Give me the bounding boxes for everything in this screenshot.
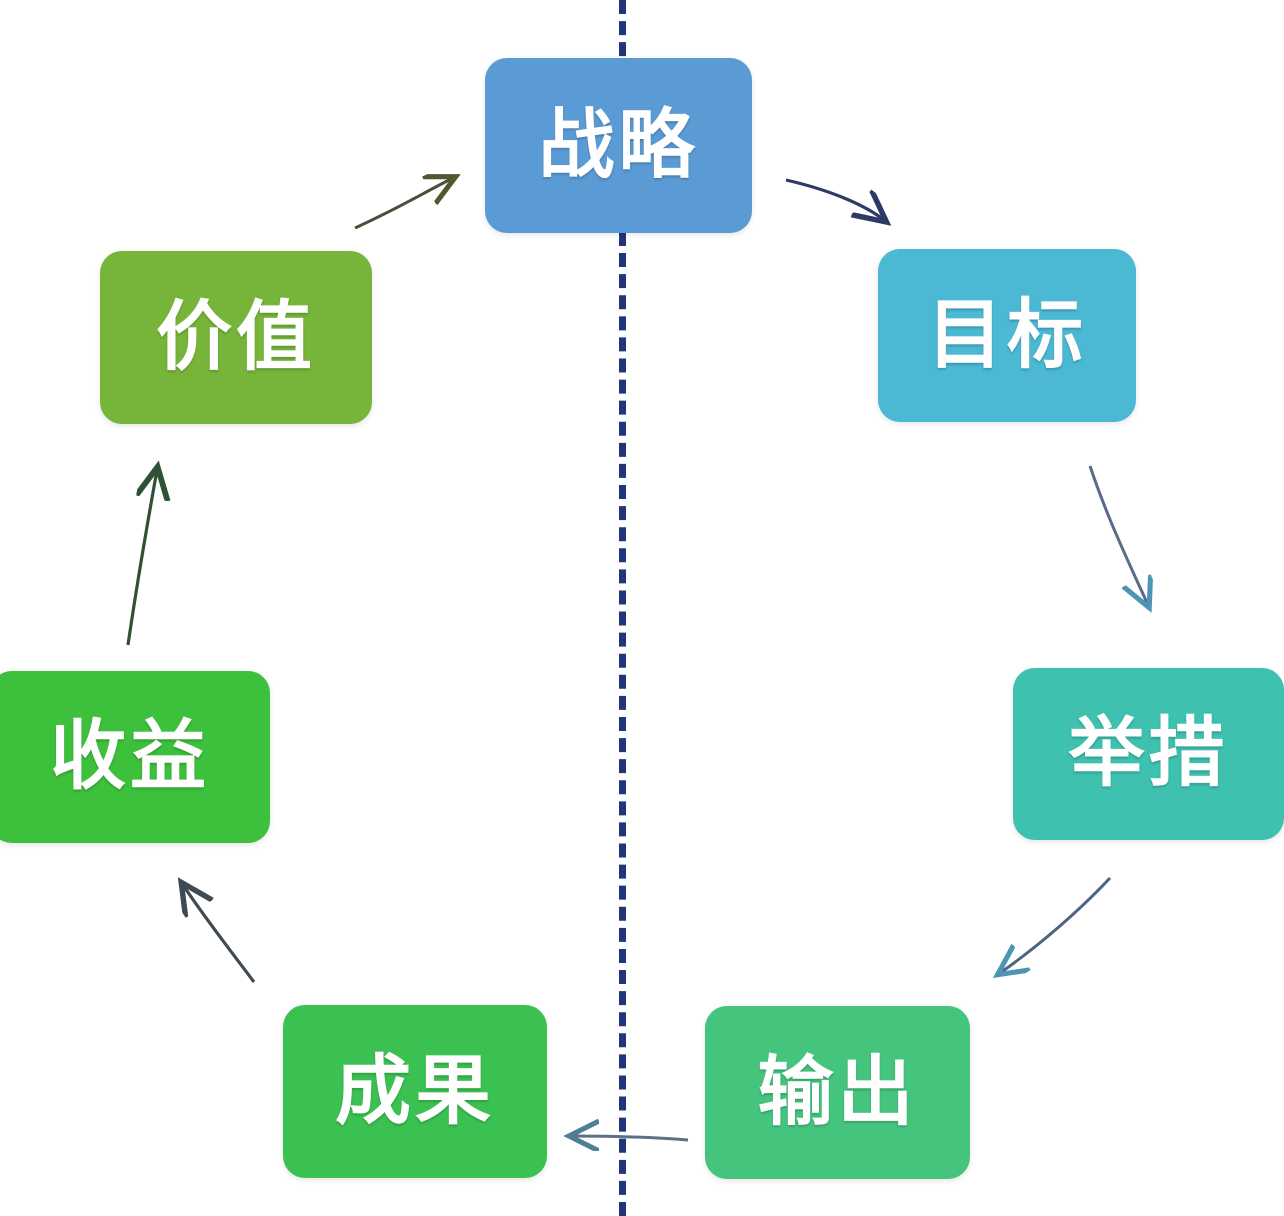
edge-goal-to-measure — [1088, 465, 1148, 605]
node-benefit[interactable]: 收益 — [0, 671, 270, 843]
edge-benefit-to-value — [126, 470, 157, 646]
node-result[interactable]: 成果 — [283, 1005, 547, 1178]
node-strategy[interactable]: 战略 — [485, 58, 752, 233]
center-dashed-divider — [619, 0, 626, 1216]
edge-measure-to-output — [1000, 876, 1112, 973]
node-strategy-label: 战略 — [538, 102, 699, 188]
edge-strategy-to-goal — [785, 178, 884, 220]
node-goal-label: 目标 — [927, 292, 1087, 378]
node-benefit-label: 收益 — [50, 714, 210, 799]
node-output[interactable]: 输出 — [705, 1006, 970, 1179]
node-measure-label: 举措 — [1068, 711, 1229, 796]
edge-output-to-result — [572, 1136, 689, 1140]
node-goal[interactable]: 目标 — [878, 249, 1136, 422]
node-output-label: 输出 — [757, 1049, 918, 1135]
node-result-label: 成果 — [335, 1048, 495, 1134]
node-measure[interactable]: 举措 — [1013, 668, 1284, 840]
node-value[interactable]: 价值 — [100, 251, 372, 424]
edge-value-to-strategy — [354, 178, 453, 230]
edge-result-to-benefit — [183, 885, 256, 983]
node-value-label: 价值 — [156, 294, 316, 380]
